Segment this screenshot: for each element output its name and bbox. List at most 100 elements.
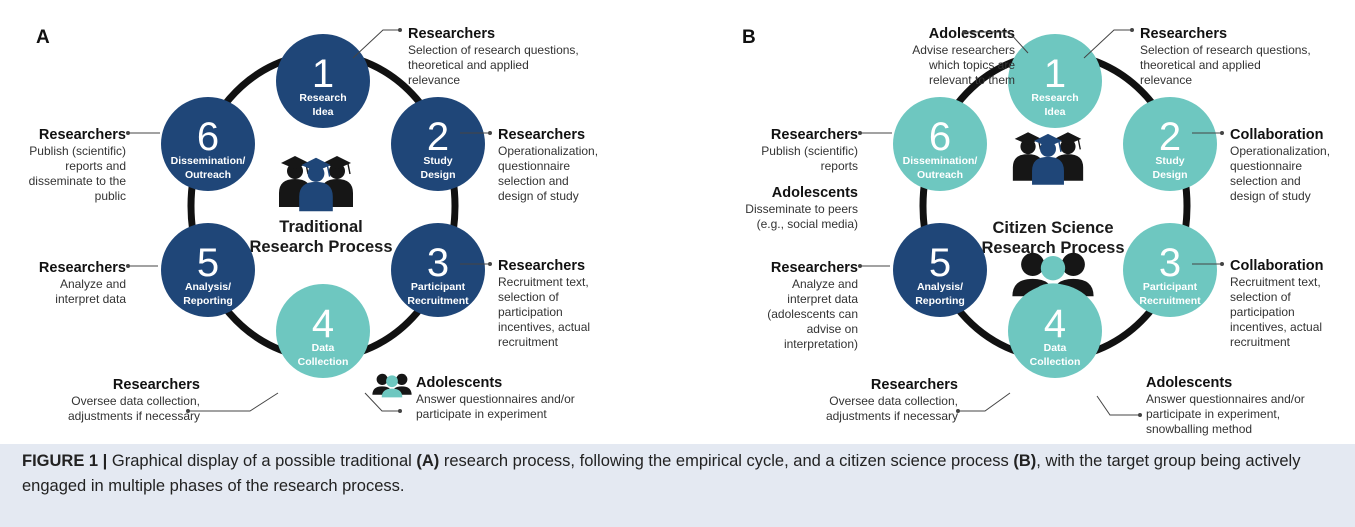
step-circle — [161, 97, 255, 191]
tassel-shape — [1058, 141, 1062, 153]
annotation-heading: Researchers — [771, 127, 858, 143]
annotation-heading: Researchers — [1140, 26, 1227, 42]
annotation-heading: Researchers — [771, 260, 858, 276]
annotation-line: design of study — [498, 189, 579, 203]
panel-letter: B — [742, 27, 756, 48]
annotation-line: relevance — [1140, 73, 1192, 87]
annotation-line: Analyze and — [792, 277, 858, 291]
caption-part: research process, following the empirica… — [439, 452, 1014, 470]
process-title: Research Process — [981, 239, 1124, 257]
process-title: Citizen Science — [992, 219, 1113, 237]
leader-dot — [956, 409, 960, 413]
tassel-shape — [326, 166, 331, 177]
leader-line — [364, 392, 400, 412]
leader-line — [352, 29, 400, 59]
cap-shape — [323, 156, 351, 169]
annotation-line: interpret data — [787, 292, 858, 306]
figure-caption: FIGURE 1 | Graphical display of a possib… — [0, 444, 1355, 527]
process-title: Research Process — [249, 238, 392, 256]
annotation-line: selection and — [1230, 174, 1301, 188]
leader-dot — [1220, 131, 1224, 135]
annotation-line: which topics are — [928, 58, 1015, 72]
step-circle — [161, 223, 255, 317]
step-label: Research — [1031, 92, 1078, 104]
step-number: 6 — [197, 115, 219, 159]
leader-dot — [962, 30, 966, 34]
step-label: Analysis/ — [185, 281, 231, 293]
step-label: Idea — [1044, 106, 1065, 118]
step-number: 4 — [312, 302, 334, 346]
step-circle — [893, 97, 987, 191]
leader-dot — [488, 131, 492, 135]
gown-shape — [299, 181, 333, 212]
annotation-heading: Researchers — [408, 26, 495, 42]
annotation-heading: Adolescents — [772, 185, 858, 201]
annotation-heading: Adolescents — [929, 26, 1015, 42]
annotation-line: advise on — [807, 322, 858, 336]
person-figure — [381, 375, 403, 398]
step-circle — [1123, 223, 1217, 317]
tassel-shape — [347, 163, 351, 175]
process-title: Traditional — [279, 218, 362, 236]
annotation-line: participate in experiment — [416, 407, 547, 421]
leader-dot — [488, 262, 492, 266]
step-circle — [1123, 97, 1217, 191]
step-label: Design — [1152, 169, 1187, 181]
annotation-line: disseminate to the — [29, 174, 127, 188]
annotation-line: Selection of research questions, — [408, 43, 579, 57]
step-label: Study — [423, 155, 452, 167]
leader-dot — [1220, 262, 1224, 266]
annotation-line: Oversee data collection, — [829, 394, 958, 408]
annotation-line: interpretation) — [784, 337, 858, 351]
leader-dot — [186, 409, 190, 413]
annotation-line: Publish (scientific) — [761, 144, 858, 158]
annotation-heading: Researchers — [113, 377, 200, 393]
caption-text: FIGURE 1 | Graphical display of a possib… — [22, 449, 1332, 499]
annotation-line: Answer questionnaires and/or — [416, 392, 575, 406]
annotation-line: adjustments if necessary — [68, 409, 200, 423]
annotation-line: selection and — [498, 174, 569, 188]
annotation-line: theoretical and applied — [1140, 58, 1261, 72]
step-number: 5 — [929, 241, 951, 285]
annotation-line: interpret data — [55, 292, 126, 306]
annotation-line: selection of — [498, 290, 559, 304]
leader-dot — [126, 131, 130, 135]
leader-dot — [398, 28, 402, 32]
annotation-line: participate in experiment, — [1146, 407, 1280, 421]
annotation-heading: Researchers — [39, 127, 126, 143]
step-number: 2 — [427, 115, 449, 159]
annotation-line: relevant to them — [929, 73, 1015, 87]
annotation-line: Answer questionnaires and/or — [1146, 392, 1305, 406]
head-shape — [386, 375, 398, 388]
leader-dot — [858, 264, 862, 268]
step-label: Idea — [312, 106, 333, 118]
step-circle — [276, 34, 370, 128]
step-label: Study — [1155, 155, 1184, 167]
annotation-line: recruitment — [1230, 335, 1291, 349]
caption-prefix: FIGURE 1 | — [22, 452, 108, 470]
step-circle — [276, 284, 370, 378]
step-label: Research — [299, 92, 346, 104]
step-label: Data — [312, 342, 335, 354]
annotation-line: incentives, actual — [1230, 320, 1322, 334]
annotation-line: design of study — [1230, 189, 1311, 203]
step-label: Analysis/ — [917, 281, 963, 293]
step-label: Participant — [1143, 281, 1198, 293]
step-number: 3 — [427, 241, 449, 285]
step-number: 3 — [1159, 241, 1181, 285]
caption-label-a: (A) — [416, 452, 440, 470]
annotation-line: Advise researchers — [912, 43, 1015, 57]
step-label: Reporting — [183, 295, 233, 307]
step-label: Participant — [411, 281, 466, 293]
step-number: 1 — [1044, 52, 1066, 96]
